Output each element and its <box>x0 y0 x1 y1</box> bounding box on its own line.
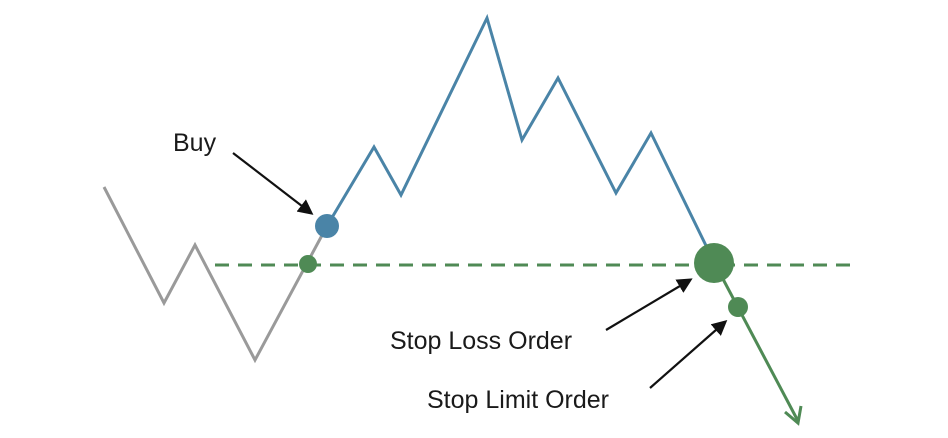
stop-loss-label: Stop Loss Order <box>390 327 572 355</box>
entry-level-marker <box>299 255 317 273</box>
price-line-uptrend <box>325 13 716 263</box>
stop-loss-arrow <box>605 278 693 331</box>
stop-limit-arrow <box>649 319 728 389</box>
stop-limit-marker <box>728 297 748 317</box>
buy-label: Buy <box>173 129 217 157</box>
buy-arrow <box>232 152 314 215</box>
downtrend-arrowhead <box>784 405 803 426</box>
stop-limit-label: Stop Limit Order <box>427 386 609 414</box>
price-line-pre-trend <box>102 186 329 364</box>
stop-loss-marker <box>694 243 734 283</box>
buy-marker <box>315 214 339 238</box>
price-line-downtrend <box>712 261 800 422</box>
